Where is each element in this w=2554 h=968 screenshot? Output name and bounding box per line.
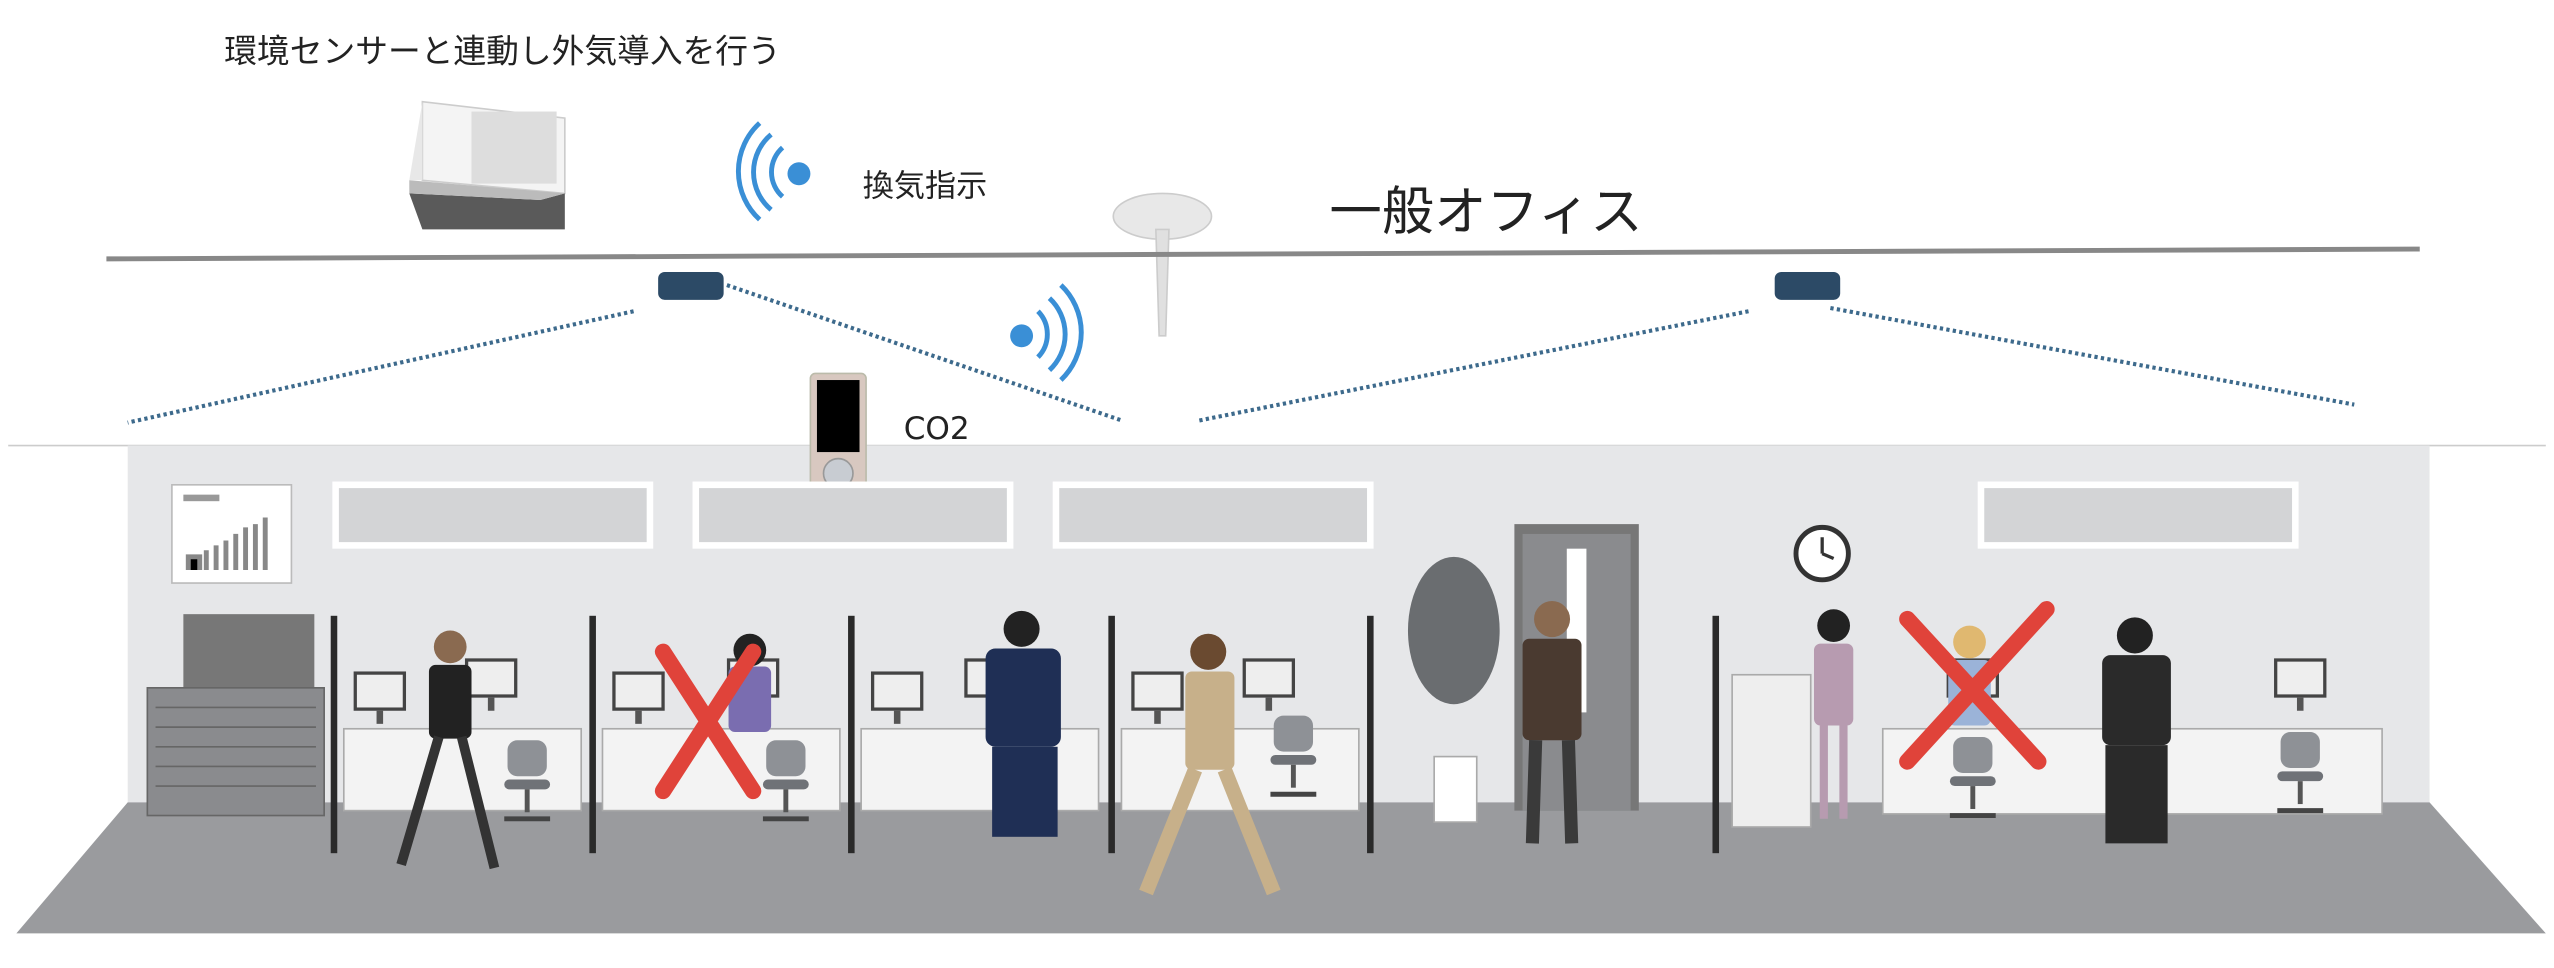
- wifi-signal-icon: [736, 121, 811, 222]
- windows: [332, 481, 2299, 549]
- wifi-signal-icon: [1010, 283, 1084, 382]
- co2-sensor-icon: [809, 372, 867, 499]
- clock-icon: [1793, 524, 1851, 583]
- person-walking-woman: [396, 630, 500, 870]
- plant-icon: [1407, 556, 1500, 823]
- filing-cabinet: [146, 614, 325, 817]
- people: [396, 601, 2171, 896]
- sensor-range-lines: [127, 283, 2355, 425]
- ceiling-line: [106, 246, 2420, 262]
- chart-poster-icon: [171, 484, 293, 584]
- caption-text: 環境センサーと連動し外気導入を行う: [224, 32, 781, 70]
- presence-sensor-icon: [658, 271, 724, 300]
- floor: [16, 802, 2546, 934]
- copier: [1731, 673, 1812, 828]
- person-standing: [1522, 601, 1582, 844]
- ceiling-antenna-icon: [1112, 192, 1213, 337]
- cross-mark-icon: [654, 643, 762, 800]
- ventilation-unit-icon: [409, 100, 566, 230]
- ventilation-instruction-label: 換気指示: [863, 169, 987, 205]
- area-name-label: 一般オフィス: [1329, 181, 1642, 242]
- person-walking-man: [1139, 633, 1281, 896]
- person-seated: [985, 610, 1061, 837]
- presence-sensor-icon: [1774, 271, 1841, 300]
- person-copier: [1813, 609, 1854, 819]
- person-seated: [2102, 617, 2171, 844]
- cross-mark-icon: [1899, 601, 2055, 770]
- co2-label: CO2: [904, 411, 970, 447]
